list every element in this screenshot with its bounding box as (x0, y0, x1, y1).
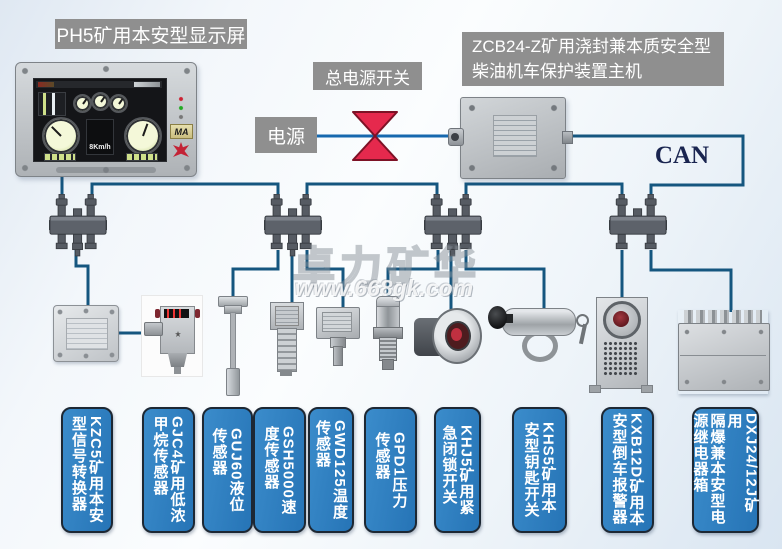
gjc4-cable-connector (144, 322, 163, 336)
display-caption: PH5矿用本安型显示屏 (55, 19, 247, 49)
host-caption-line2: 柴油机车保护装置主机 (472, 62, 642, 81)
screen-status-bar (36, 81, 162, 88)
junction-box-3 (424, 194, 482, 257)
guj60-float-cylinder (226, 368, 240, 396)
gjc4-photo-card (141, 295, 203, 377)
label-khs5-key-switch: KHS5矿用本 安型钥匙开关 (512, 407, 567, 533)
host-caption-line1: ZCB24-Z矿用浇封兼本质安全型 (472, 37, 711, 56)
gjc4-sensor-tip (174, 367, 181, 374)
gwd125-probe-tube (333, 346, 343, 366)
host-left-connector (448, 128, 464, 146)
gjc4-methane-sensor-device (144, 306, 200, 374)
khj5-emergency-lock-switch-device (414, 306, 482, 364)
gjc4-alarm-lamp-right (195, 309, 200, 318)
speed-readout: 8Km/h (86, 119, 114, 155)
kxb12d-foot-right (641, 385, 653, 393)
host-caption: ZCB24-Z矿用浇封兼本质安全型 柴油机车保护装置主机 (462, 32, 724, 86)
left-speed-gauge (42, 117, 80, 155)
host-nameplate (493, 115, 537, 157)
kzc5-signal-converter-device (53, 305, 119, 362)
gsh5000-barrel (277, 328, 297, 372)
gwd125-temperature-sensor-device (314, 305, 362, 369)
junction-box-4 (609, 194, 667, 250)
gsh5000-faceplate (275, 306, 299, 326)
label-gpd1-pressure-sensor: GPD1压力 传感器 (364, 407, 417, 533)
right-digital-readout (126, 153, 158, 161)
power-switch-valve-icon (352, 111, 398, 161)
brand-flame-icon (173, 142, 189, 157)
gpd1-pressure-port (382, 359, 394, 370)
gsh5000-end-cap (280, 370, 292, 376)
host-right-connector (562, 131, 573, 144)
display-screen: 8Km/h (33, 78, 167, 162)
gjc4-logo-mark (175, 331, 181, 337)
power-source-caption: 电源 (255, 117, 317, 153)
label-guj60-level-sensor: GUJ60液位 传感器 (202, 407, 253, 533)
dxj24-relay-box-device (678, 310, 770, 394)
display-side-strip: MA (168, 78, 194, 160)
gjc4-led-display (164, 309, 189, 318)
gpd1-pressure-sensor-device (372, 296, 403, 372)
right-rpm-gauge (124, 117, 162, 155)
left-digital-readout (44, 153, 76, 161)
kxb12d-red-lamp (613, 311, 629, 327)
indicator-leds (177, 96, 185, 120)
label-kxb12d-backup-alarm: KXB12D矿用本 安型倒车报警器 (601, 407, 654, 533)
khs5-key-switch-device (488, 300, 592, 362)
label-gsh5000-speed-sensor: GSH5000速 度传感器 (253, 407, 306, 533)
guj60-level-sensor-device (216, 296, 248, 396)
junction-box-2 (264, 194, 322, 257)
khs5-black-knob (488, 306, 507, 329)
odometer-chip (134, 82, 160, 87)
main-power-switch-caption: 总电源开关 (313, 62, 422, 90)
khj5-red-button (451, 328, 462, 341)
kxb12d-lamp-ring (603, 301, 641, 339)
label-dxj24-relay-box: DXJ24/12J矿用 隔爆兼本安型电 源继电器箱 (692, 407, 760, 533)
gpd1-threaded-stem (379, 337, 397, 361)
kzc5-nameplate (66, 318, 108, 350)
guj60-probe-rod (230, 312, 236, 370)
small-gauge-1 (73, 94, 92, 113)
kxb12d-speaker-grill (603, 341, 639, 377)
label-gwd125-temp-sensor: GWD125温度 传感器 (308, 407, 354, 533)
status-chip (38, 82, 54, 87)
dxj24-enclosure (678, 323, 770, 391)
dxj24-top-connectors (684, 310, 762, 323)
gwd125-faceplate (322, 312, 352, 332)
gpd1-body (376, 306, 400, 329)
fuel-bar-panel (38, 92, 66, 116)
ph5-display-device: 8Km/h MA (15, 62, 197, 177)
maker-name-text (56, 167, 156, 173)
gjc4-alarm-lamp-left (155, 309, 160, 318)
label-kzc5-signal-converter: KZC5矿用本安 型信号转换器 (61, 407, 113, 533)
can-bus-label: CAN (654, 142, 710, 169)
kxb12d-backup-alarm-device (589, 293, 653, 393)
small-gauge-2 (91, 92, 110, 111)
kxb12d-foot-left (589, 385, 601, 393)
label-gjc4-methane-sensor: GJC4矿用低浓 甲烷传感器 (142, 407, 195, 533)
junction-box-1 (49, 194, 107, 257)
dxj24-panel-seam (680, 355, 766, 356)
small-gauge-3 (109, 94, 128, 113)
khs5-cylinder-body (502, 308, 576, 336)
khs5-knob-stem (503, 314, 513, 323)
gjc4-sensor-head (167, 353, 188, 367)
gsh5000-speed-sensor-device (266, 302, 306, 376)
ma-certification-badge: MA (170, 124, 193, 139)
zcb24-host-device (448, 97, 573, 179)
label-khj5-emergency-switch: KHJ5矿用紧 急闭锁开关 (434, 407, 481, 533)
